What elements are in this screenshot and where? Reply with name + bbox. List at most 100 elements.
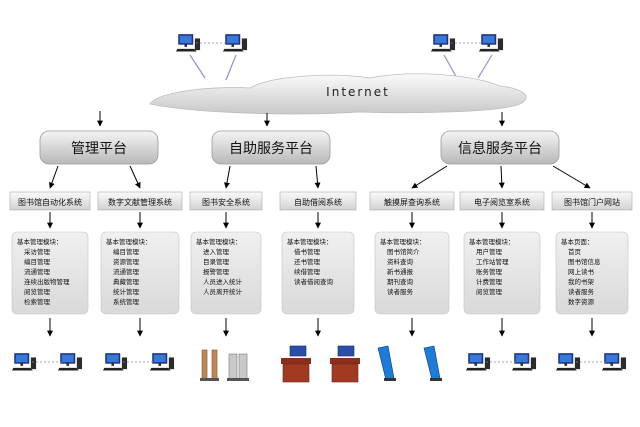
arrow (314, 165, 321, 189)
detail-heading: 基本管理模块： (196, 237, 242, 246)
system-box (189, 191, 263, 211)
system-label: 图书馆自动化系统 (18, 197, 82, 207)
arrow (498, 165, 505, 189)
system-2: 图书安全系统 (189, 191, 263, 211)
detail-item: 我的书架 (568, 277, 595, 286)
platform-box (211, 130, 331, 165)
internet-link (477, 54, 493, 79)
computer-icon (479, 34, 504, 52)
computer-icon (150, 353, 175, 371)
self-service-desk-icon (281, 345, 311, 383)
detail-item: 网上读书 (568, 267, 595, 276)
bottom-devices (12, 345, 627, 383)
system-box (279, 191, 357, 211)
arrow (411, 165, 448, 189)
system-label: 数字文献管理系统 (108, 197, 172, 207)
system-6: 图书馆门户网站 (551, 191, 633, 211)
system-box (369, 191, 455, 211)
kiosk-icon (423, 345, 442, 381)
system-box (9, 191, 91, 211)
platform-label: 管理平台 (71, 141, 127, 157)
detail-item: 采访管理 (24, 247, 51, 256)
platform-box (39, 130, 159, 165)
detail-item: 编目管理 (24, 257, 51, 266)
self-service-desk-icon (330, 345, 360, 383)
system-3: 自助借阅系统 (279, 191, 357, 211)
detail-item: 阅览管理 (476, 287, 503, 296)
detail-to-device-arrows (47, 318, 595, 337)
detail-heading: 基本管理模块： (469, 237, 515, 246)
detail-item: 图书馆简介 (387, 247, 420, 256)
security-gate-icon (200, 349, 219, 381)
detail-item: 期刊查询 (387, 277, 414, 286)
detail-box-bg (463, 231, 541, 315)
internet-cloud: Internet (149, 73, 527, 115)
system-box (459, 191, 545, 211)
system-box (97, 191, 183, 211)
detail-item: 还书管理 (294, 257, 321, 266)
detail-heading: 基本页面： (561, 237, 594, 246)
cloud-shape (149, 73, 527, 115)
detail-item: 首页 (568, 247, 582, 256)
system-label: 自助借阅系统 (294, 197, 342, 207)
top-computers-right (431, 34, 504, 52)
detail-item: 编目管理 (113, 247, 140, 256)
system-0: 图书馆自动化系统 (9, 191, 91, 211)
platform-to-system-arrows (49, 165, 591, 189)
detail-item: 借书管理 (294, 247, 321, 256)
detail-item: 新书通报 (387, 267, 414, 276)
arrow (552, 165, 591, 189)
detail-box-bg (555, 231, 629, 315)
computer-icon (223, 34, 248, 52)
detail-item: 进入管理 (203, 247, 230, 256)
top-computers-left (176, 34, 248, 52)
kiosk-icon (377, 345, 396, 381)
detail-item: 人员离开统计 (203, 287, 243, 296)
detail-item: 资源管理 (113, 257, 140, 266)
arrow (129, 165, 141, 189)
platform-label: 自助服务平台 (229, 141, 313, 157)
internet-link (189, 54, 206, 79)
detail-item: 读者服务 (568, 287, 595, 296)
platform-self: 自助服务平台 (211, 130, 331, 165)
detail-item: 账务管理 (476, 267, 503, 276)
detail-item: 阅览管理 (24, 287, 51, 296)
turnstile-icon (227, 353, 249, 381)
detail-item: 读者借阅查询 (294, 277, 334, 286)
system-4: 触摸屏查询系统 (369, 191, 455, 211)
system-1: 数字文献管理系统 (97, 191, 183, 211)
detail-box-bg (374, 231, 450, 315)
detail-box-bg (100, 231, 180, 315)
platform-box (440, 130, 560, 165)
internet-label: Internet (326, 85, 390, 99)
platform-info: 信息服务平台 (440, 130, 560, 165)
internet-link (225, 54, 237, 81)
systems-row: 图书馆自动化系统 数字文献管理系统 图书安全系统 自助借阅系统 触摸屏查询系统 … (9, 191, 633, 211)
system-label: 触摸屏查询系统 (384, 197, 440, 207)
detail-item: 图书馆信息 (568, 257, 601, 266)
detail-item: 数字资源 (568, 297, 595, 306)
detail-item: 连续出版物管理 (24, 277, 70, 286)
system-box (551, 191, 633, 211)
detail-item: 续借管理 (294, 267, 321, 276)
detail-item: 工作站管理 (476, 257, 509, 266)
detail-box-bg (281, 231, 355, 315)
detail-item: 用户管理 (476, 247, 503, 256)
detail-heading: 基本管理模块： (380, 237, 426, 246)
detail-item: 流通管理 (24, 267, 51, 276)
detail-item: 典藏管理 (113, 277, 140, 286)
cloud-to-platform-arrows (97, 111, 505, 127)
system-to-detail-arrows (47, 212, 595, 229)
detail-box-bg (11, 231, 89, 315)
system-5: 电子阅览室系统 (459, 191, 545, 211)
system-label: 图书馆门户网站 (564, 197, 620, 207)
platform-label: 信息服务平台 (458, 140, 542, 157)
